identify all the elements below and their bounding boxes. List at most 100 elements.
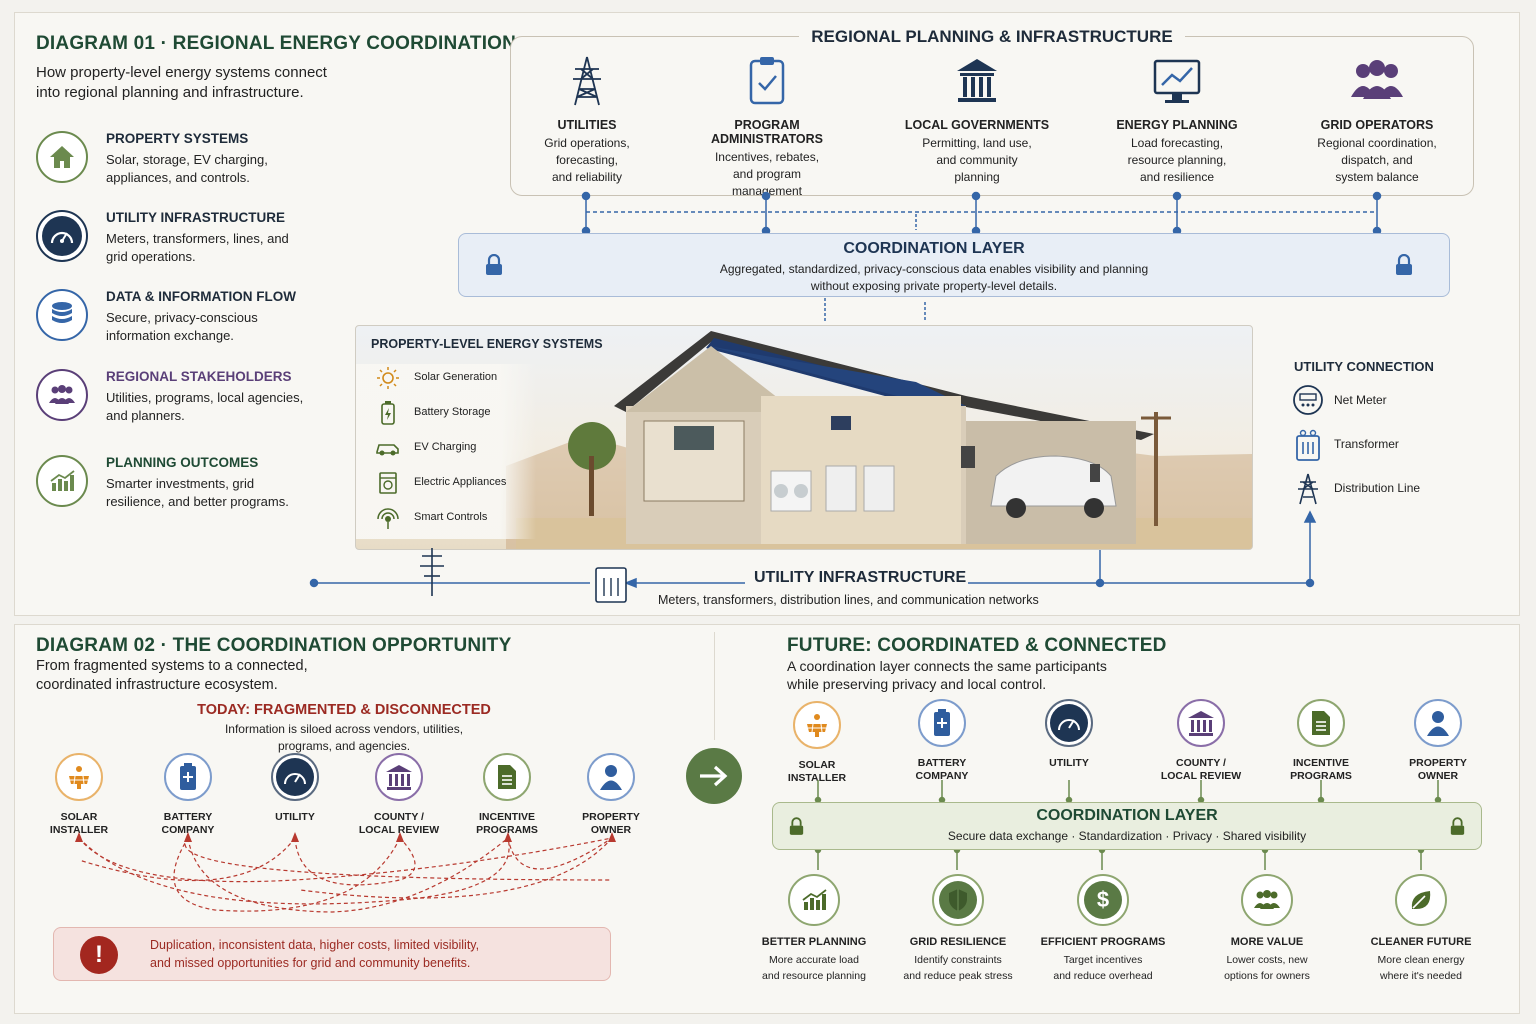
chart-icon [788, 874, 840, 926]
warning-text: Duplication, inconsistent data, higher c… [150, 938, 480, 970]
col-title: UTILITIES [557, 118, 617, 132]
warning-icon: ! [80, 936, 118, 974]
outcome-title: MORE VALUE [1230, 936, 1304, 948]
leaf-icon [1395, 874, 1447, 926]
col-title: PROGRAM ADMINISTRATORS [710, 118, 824, 146]
legend-title: REGIONAL STAKEHOLDERS [106, 369, 292, 384]
battery-company-icon [918, 699, 966, 747]
solar-panel-icon [55, 753, 103, 801]
legend-regional-stakeholders: REGIONAL STAKEHOLDERS Utilities, program… [36, 369, 336, 439]
participant-label: COUNTY /LOCAL REVIEW [1160, 757, 1242, 782]
person-icon [587, 753, 635, 801]
regional-col-grid-operators: GRID OPERATORS Regional coordination,dis… [1287, 55, 1467, 186]
database-icon [36, 289, 88, 341]
regional-planning-title: REGIONAL PLANNING & INFRASTRUCTURE [511, 27, 1473, 47]
utility-infrastructure-title: UTILITY INFRASTRUCTURE [754, 569, 967, 586]
county-building-icon [375, 753, 423, 801]
monitor-chart-icon [1153, 59, 1201, 103]
battery-storage-item: Battery Storage [374, 401, 534, 425]
battery-company-icon [164, 753, 212, 801]
document-icon [1297, 699, 1345, 747]
legend-planning-outcomes: PLANNING OUTCOMES Smarter investments, g… [36, 455, 336, 525]
coordination-layer-top: COORDINATION LAYER Aggregated, standardi… [458, 233, 1450, 297]
regional-col-local-gov: LOCAL GOVERNMENTS Permitting, land use,a… [887, 55, 1067, 186]
diagram-02-title: DIAGRAM 02 · THE COORDINATION OPPORTUNIT… [36, 635, 512, 656]
legend-title: DATA & INFORMATION FLOW [106, 289, 296, 304]
property-title: PROPERTY-LEVEL ENERGY SYSTEMS [371, 337, 603, 351]
clipboard-icon [749, 57, 785, 105]
gauge-icon [42, 216, 82, 256]
lock-icon [1450, 817, 1465, 841]
participant-label: COUNTY /LOCAL REVIEW [358, 811, 440, 836]
item-label: Transformer [1334, 437, 1399, 451]
diagram-02-subtitle: From fragmented systems to a connected,c… [36, 658, 308, 693]
sun-icon [377, 367, 399, 389]
utility-infrastructure-desc: Meters, transformers, distribution lines… [658, 593, 1039, 607]
participant-label: UTILITY [275, 811, 315, 823]
regional-planning-box: REGIONAL PLANNING & INFRASTRUCTURE UTILI… [510, 27, 1474, 198]
diagram-01-subtitle: How property-level energy systems connec… [36, 63, 327, 103]
person-icon [1414, 699, 1462, 747]
smart-controls-item: Smart Controls [374, 506, 534, 530]
outcome-title: EFFICIENT PROGRAMS [1040, 936, 1166, 948]
legend-desc: Utilities, programs, local agencies, and… [106, 390, 304, 423]
appliance-icon [379, 472, 397, 494]
group-icon [1351, 60, 1403, 99]
subtitle-line-1: How property-level energy systems connec… [36, 64, 327, 81]
layer-desc: Secure data exchange · Standardization ·… [947, 829, 1307, 843]
tower-icon [573, 56, 601, 106]
utility-gauge-icon [1045, 699, 1093, 747]
transformer-icon [1296, 429, 1320, 461]
fragmented-connections [75, 832, 616, 913]
solar-generation-item: Solar Generation [374, 366, 534, 390]
outcome-title: CLEANER FUTURE [1370, 936, 1472, 948]
net-meter-item: Net Meter [1290, 384, 1490, 418]
regional-col-utilities: UTILITIES Grid operations,forecasting,an… [497, 55, 677, 186]
future-utility: UTILITY [1014, 699, 1124, 770]
regional-col-energy-planning: ENERGY PLANNING Load forecasting,resourc… [1087, 55, 1267, 186]
layer-title: COORDINATION LAYER [1036, 807, 1218, 824]
legend-property-systems: PROPERTY SYSTEMS Solar, storage, EV char… [36, 131, 336, 201]
subtitle-line-2: into regional planning and infrastructur… [36, 84, 304, 101]
document-icon [483, 753, 531, 801]
shield-icon [932, 874, 984, 926]
distribution-line-item: Distribution Line [1290, 472, 1490, 506]
today-desc: Information is siloed across vendors, ut… [224, 722, 464, 753]
item-label: Electric Appliances [414, 476, 507, 488]
regional-connectors [581, 191, 1382, 322]
diagram-01-title: DIAGRAM 01 · REGIONAL ENERGY COORDINATIO… [36, 33, 517, 54]
item-label: Solar Generation [414, 371, 498, 383]
legend-title: UTILITY INFRASTRUCTURE [106, 210, 285, 225]
regional-col-program-admins: PROGRAM ADMINISTRATORS Incentives, rebat… [677, 55, 857, 200]
government-icon [957, 59, 997, 102]
item-label: EV Charging [414, 441, 477, 453]
smart-control-icon [377, 508, 399, 529]
coordination-layer-desc: Aggregated, standardized, privacy-consci… [719, 262, 1149, 293]
pylon-icon [1298, 473, 1318, 505]
legend-desc: Secure, privacy-conscious information ex… [106, 310, 258, 343]
lock-icon [485, 253, 503, 281]
legend-data-flow: DATA & INFORMATION FLOW Secure, privacy-… [36, 289, 336, 359]
utility-infrastructure-lines [309, 510, 1317, 603]
meter-icon [1293, 385, 1323, 415]
ev-charging-item: EV Charging [374, 436, 534, 460]
outcome-title: BETTER PLANNING [761, 936, 867, 948]
item-label: Battery Storage [414, 406, 491, 418]
